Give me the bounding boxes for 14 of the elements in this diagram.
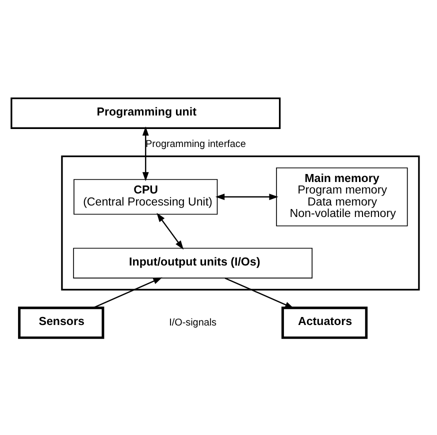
arrow (215, 193, 278, 200)
node-box: Actuators (281, 306, 368, 338)
cluster (61, 154, 420, 290)
arrow (156, 212, 184, 250)
arrow (142, 126, 149, 181)
node-box: Input/output units (I/Os) (73, 247, 313, 278)
node-box: Main memory Program memory Data memory Non-volatile memory (276, 166, 408, 226)
edge-label: Programming interface (146, 138, 246, 150)
node-box: Programming unit (10, 96, 281, 128)
node-box: Sensors (18, 306, 104, 338)
node-box: CPU (Central Processing Unit) (74, 178, 218, 214)
arrow (224, 277, 294, 308)
arrow (92, 276, 162, 308)
label: I/O-signals (169, 316, 217, 328)
